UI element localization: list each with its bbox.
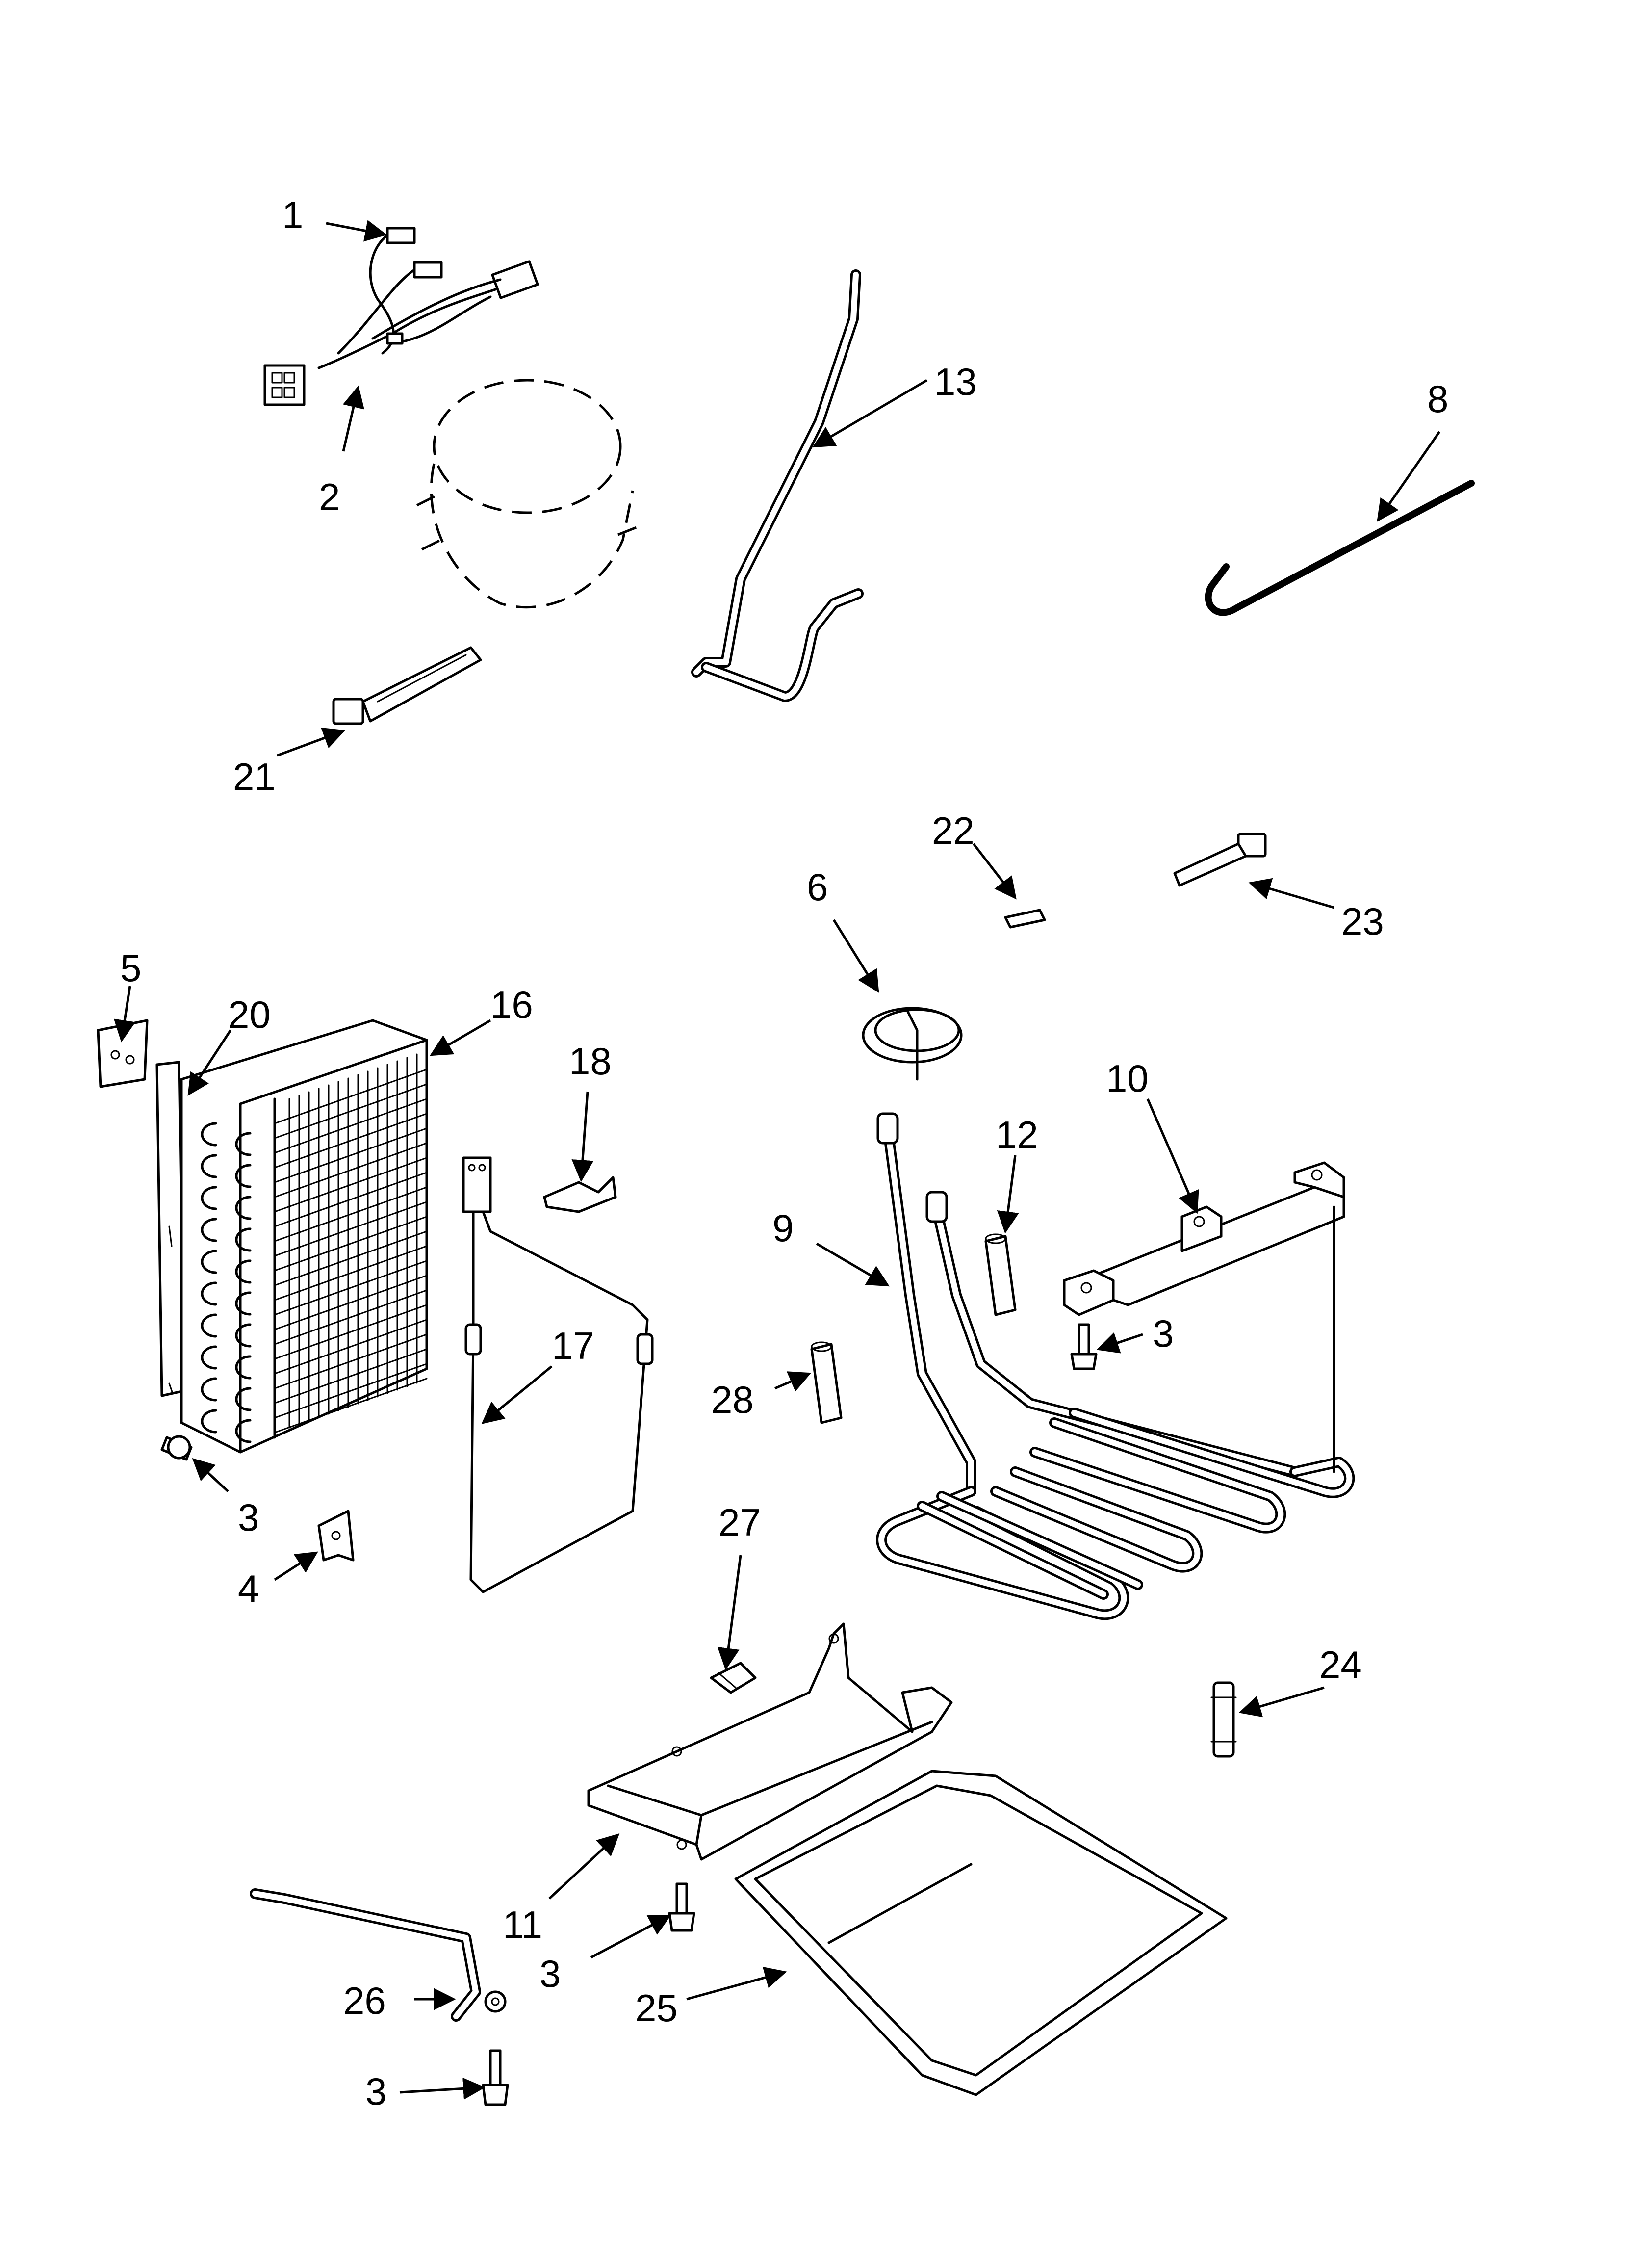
callout-11: 11 xyxy=(503,1903,542,1946)
callout-labels: 1 2 13 8 21 22 23 6 5 20 16 18 10 12 9 3… xyxy=(120,193,1448,2113)
leader-lines xyxy=(113,220,1441,2100)
callout-3-a: 3 xyxy=(1153,1312,1174,1355)
bracket-part-4 xyxy=(317,1510,355,1562)
sleeve-part-28 xyxy=(810,1341,843,1424)
callout-9: 9 xyxy=(772,1206,794,1250)
callout-8: 8 xyxy=(1427,377,1448,420)
callout-27: 27 xyxy=(718,1501,761,1544)
callout-12: 12 xyxy=(996,1113,1038,1156)
callout-24: 24 xyxy=(1319,1643,1362,1686)
callout-5: 5 xyxy=(120,946,141,990)
callout-22: 22 xyxy=(932,809,975,852)
callout-23: 23 xyxy=(1341,900,1384,943)
heater-part-17 xyxy=(462,1156,654,1593)
drain-pan-part-25 xyxy=(734,1770,1228,2096)
bracket-part-10 xyxy=(1063,1161,1345,1473)
sleeve-part-12 xyxy=(984,1233,1017,1316)
compressor-outline xyxy=(416,379,643,609)
fitting-part-24 xyxy=(1210,1681,1237,1758)
strip-part-20 xyxy=(155,1061,185,1397)
screw-part-3-upper xyxy=(1070,1323,1098,1370)
tray-bracket-part-11 xyxy=(587,1622,953,1861)
callout-25: 25 xyxy=(635,1986,678,2030)
callout-28: 28 xyxy=(711,1378,754,1421)
callout-3-d: 3 xyxy=(365,2070,386,2113)
rod-part-8 xyxy=(1205,480,1475,616)
callout-18: 18 xyxy=(569,1040,612,1083)
callout-2: 2 xyxy=(319,475,340,519)
tube-part-26 xyxy=(250,1888,507,2022)
tie-strap-part-21 xyxy=(332,646,482,725)
clip-part-27 xyxy=(710,1662,757,1694)
clip-part-18 xyxy=(543,1176,617,1213)
callout-3-c: 3 xyxy=(539,1952,561,1995)
strap-part-23 xyxy=(1173,833,1267,887)
evaporator-part-16 xyxy=(180,1019,428,1454)
callout-4: 4 xyxy=(238,1567,259,1610)
callout-21: 21 xyxy=(233,755,276,798)
callout-20: 20 xyxy=(228,993,271,1036)
callout-3-b: 3 xyxy=(238,1496,259,1539)
callout-17: 17 xyxy=(552,1324,594,1367)
wire-harness-part xyxy=(263,227,539,406)
callout-16: 16 xyxy=(490,983,533,1026)
coil-part-6 xyxy=(862,1007,963,1081)
screw-part-3-left xyxy=(160,1435,193,1461)
callout-10: 10 xyxy=(1106,1057,1149,1100)
screw-part-3-lower xyxy=(482,2049,509,2106)
callout-1: 1 xyxy=(282,193,303,236)
drain-heater-part-9 xyxy=(876,1112,1355,1620)
tube-part-13 xyxy=(691,269,864,702)
callout-6: 6 xyxy=(807,865,828,909)
callout-26: 26 xyxy=(343,1979,386,2022)
callout-13: 13 xyxy=(934,360,977,403)
clip-part-22 xyxy=(1004,909,1046,929)
screw-part-3-middle xyxy=(668,1882,695,1932)
